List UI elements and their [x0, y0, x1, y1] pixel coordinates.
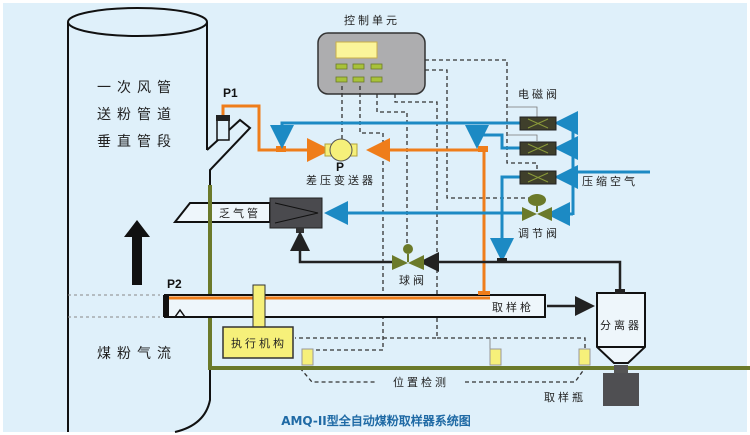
up-arrow-icon: [124, 220, 150, 285]
p1-sensor: [216, 117, 230, 141]
control-unit-label: 控制单元: [344, 13, 400, 27]
diagram-title: AMQ-II型全自动煤粉取样器系统图: [281, 413, 471, 428]
position-sensors: [301, 348, 591, 366]
compressed-air-label: 压缩空气: [582, 174, 638, 188]
exhaust-pipe-label: 乏气管: [219, 206, 261, 220]
p2-label: P2: [167, 277, 182, 291]
solenoid-valve-2: [519, 141, 557, 156]
regulating-valve: [522, 194, 552, 221]
sample-bottle: [603, 365, 639, 406]
ball-valve: [392, 244, 424, 270]
vertical-pipe: [67, 7, 211, 433]
actuator-rod: [252, 284, 266, 329]
coal-flow-label: 煤粉气流: [97, 346, 177, 362]
dp-transmitter: [324, 138, 358, 162]
sample-bottle-label: 取样瓶: [544, 390, 586, 404]
p-label: P: [336, 160, 344, 174]
pipe-label-3: 垂直管段: [97, 133, 177, 150]
separator: [596, 289, 646, 364]
actuator: [222, 326, 294, 359]
pressure-lines: [221, 104, 488, 292]
signal-lines: [295, 59, 586, 383]
control-display: [335, 41, 378, 59]
solenoid-label: 电磁阀: [518, 87, 560, 101]
regulating-valve-label: 调节阀: [518, 226, 560, 240]
solenoid-valve-3: [519, 170, 557, 185]
pipe-label-2: 送粉管道: [97, 107, 177, 123]
return-line: [419, 252, 622, 292]
air-lines: [270, 111, 650, 262]
solenoid-valve-1: [519, 116, 557, 131]
pipe-label-1: 一次风管: [97, 80, 177, 96]
exhaust-filter: [269, 197, 323, 233]
position-detect-label: 位置检测: [393, 375, 449, 389]
support-frame: [208, 185, 750, 370]
p1-label: P1: [223, 86, 238, 100]
control-unit: [317, 32, 426, 95]
actuator-label: 执行机构: [231, 336, 287, 350]
dp-transmitter-label: 差压变送器: [306, 173, 376, 187]
sampling-gun-label: 取样枪: [492, 300, 534, 314]
control-buttons[interactable]: [335, 63, 383, 83]
separator-label: 分离器: [600, 318, 642, 332]
sampling-gun: [163, 291, 546, 318]
ball-valve-label: 球阀: [399, 273, 427, 287]
solenoid-valves: [519, 116, 557, 185]
